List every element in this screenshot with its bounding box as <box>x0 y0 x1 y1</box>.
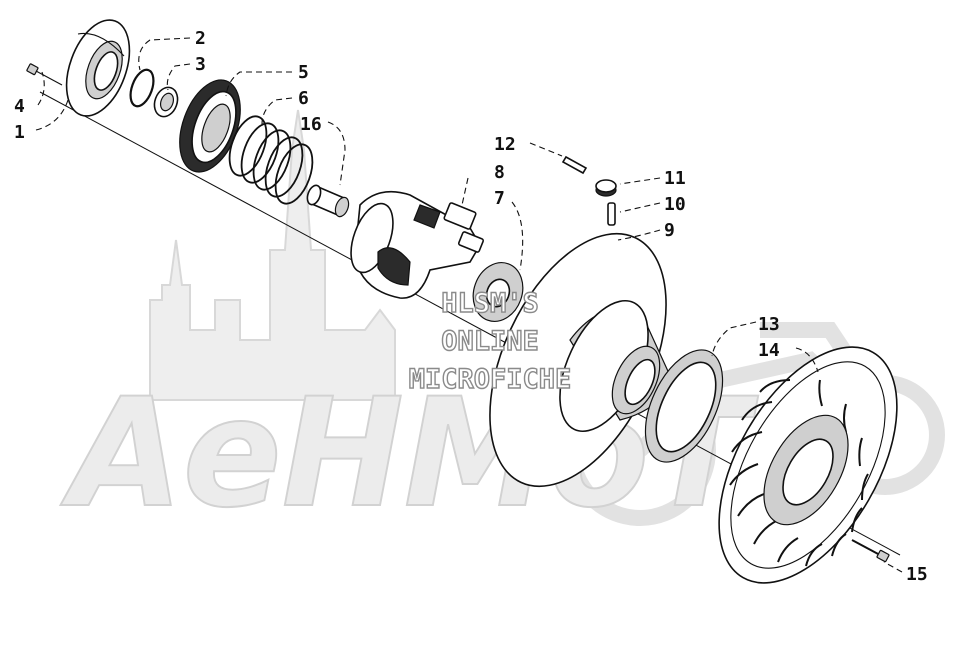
part-pin <box>561 155 588 175</box>
part-bolt-left <box>26 63 63 86</box>
callout-14: 14 <box>758 340 780 361</box>
part-stud <box>607 202 616 226</box>
watermark-skyline <box>149 109 396 401</box>
watermark-line-1: HLSM'S <box>441 288 539 319</box>
callout-16: 16 <box>300 114 322 135</box>
leader-lines <box>35 37 903 573</box>
callout-2: 2 <box>195 28 206 49</box>
part-nut <box>595 179 617 197</box>
callout-9: 9 <box>664 220 675 241</box>
part-cam-hub <box>350 190 485 299</box>
callouts: 2 3 4 1 5 6 16 12 8 7 11 10 9 13 14 15 <box>14 28 928 585</box>
callout-8: 8 <box>494 162 505 183</box>
part-bushing-small <box>153 86 179 118</box>
part-spring <box>228 115 314 205</box>
part-fan-plate <box>718 346 898 584</box>
part-sheave <box>489 232 673 488</box>
part-snap-ring <box>129 68 155 108</box>
watermark-line-2: ONLINE <box>441 326 539 357</box>
callout-13: 13 <box>758 314 780 335</box>
callout-10: 10 <box>664 194 686 215</box>
part-cover-plate <box>65 19 131 117</box>
callout-7: 7 <box>494 188 505 209</box>
part-sleeve <box>306 184 350 218</box>
callout-11: 11 <box>664 168 686 189</box>
callout-15: 15 <box>906 564 928 585</box>
callout-6: 6 <box>298 88 309 109</box>
part-shim-ring <box>644 349 724 463</box>
callout-3: 3 <box>195 54 206 75</box>
part-washer <box>472 262 524 322</box>
callout-1: 1 <box>14 122 25 143</box>
part-spider-ring <box>179 79 241 173</box>
callout-12: 12 <box>494 134 516 155</box>
callout-4: 4 <box>14 96 25 117</box>
watermark-caption: HLSM'S ONLINE MICROFICHE <box>408 287 572 395</box>
watermark-line-3: MICROFICHE <box>409 364 572 395</box>
part-bolt-right <box>851 539 890 563</box>
callout-5: 5 <box>298 62 309 83</box>
